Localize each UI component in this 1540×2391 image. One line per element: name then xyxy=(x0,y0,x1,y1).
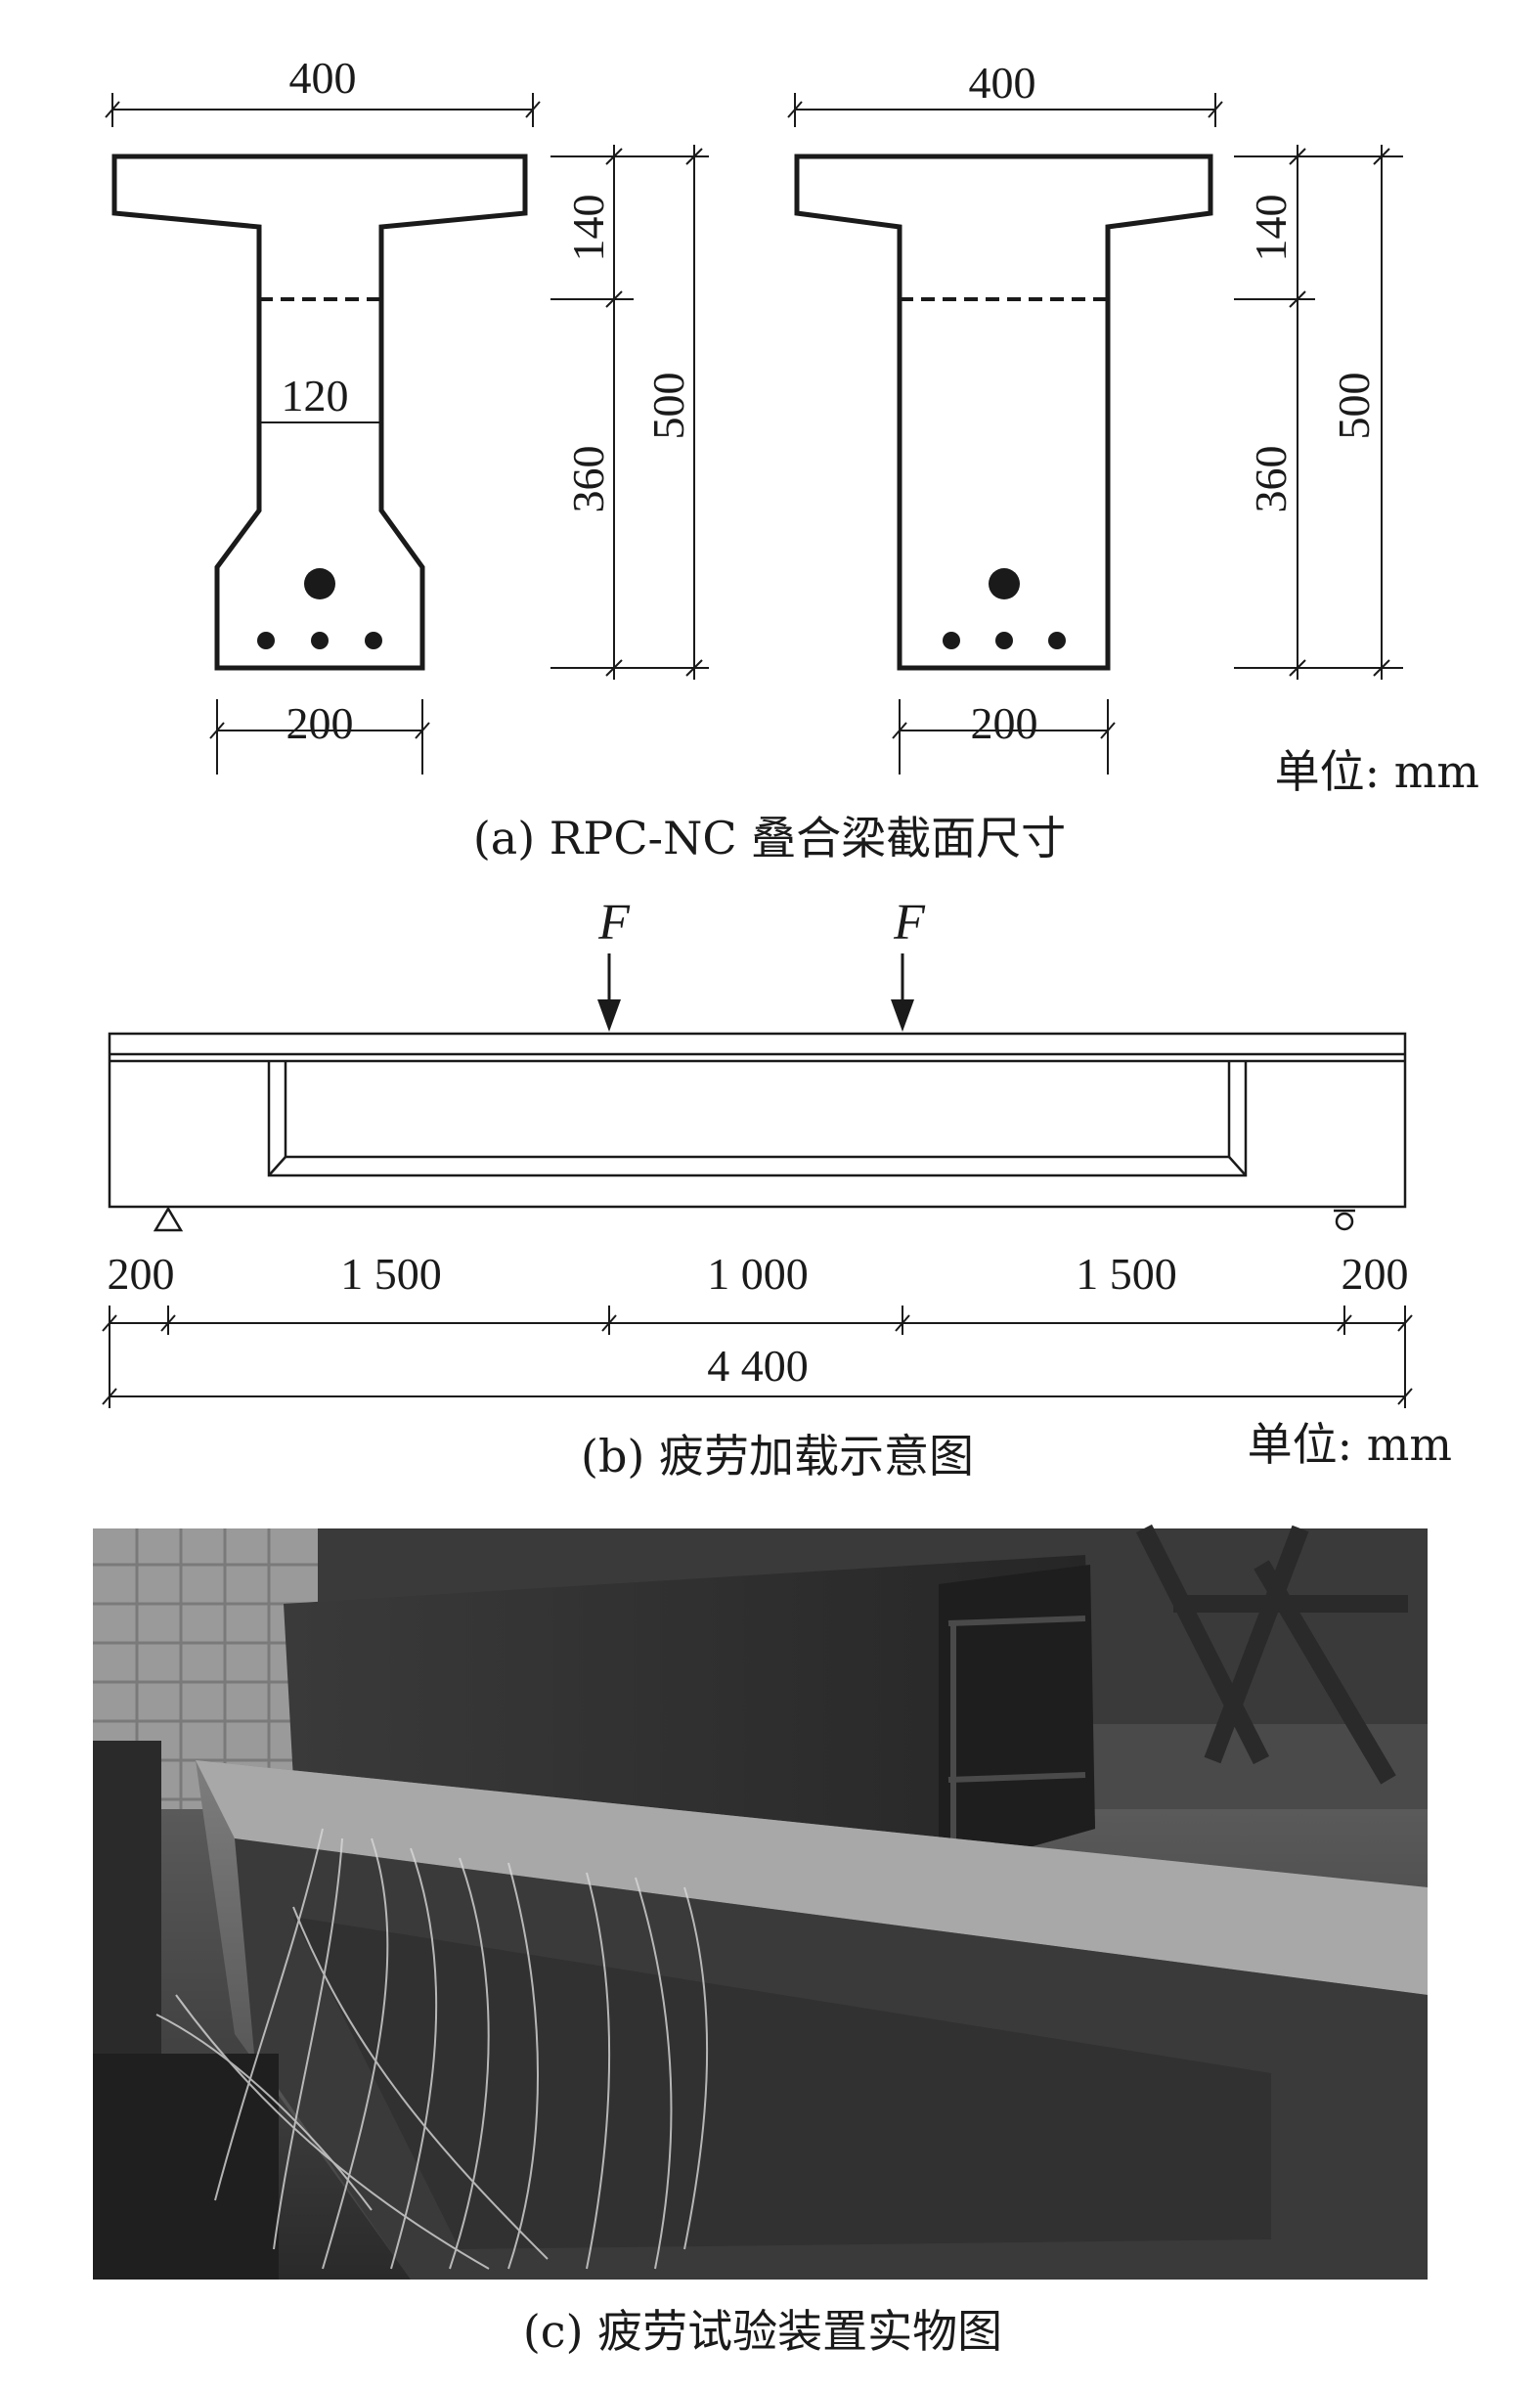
section-c-caption: (c) 疲劳试验装置实物图 xyxy=(523,2305,1002,2358)
load-1-label: F xyxy=(597,895,631,951)
section-b-unit: 单位: mm xyxy=(1248,1418,1452,1471)
section-a-left: 400 120 200 140 360 500 xyxy=(105,53,709,775)
section-a-right: 400 200 140 360 500 xyxy=(787,58,1403,775)
right-web-height-label: 360 xyxy=(1246,446,1296,513)
segment-label: 1 500 xyxy=(1076,1249,1177,1299)
left-rebar xyxy=(365,632,382,649)
right-bottom-width-label: 200 xyxy=(971,698,1038,748)
section-a-unit: 单位: mm xyxy=(1275,745,1479,798)
left-web-height-label: 360 xyxy=(563,446,613,513)
pin-support-icon xyxy=(153,1206,184,1232)
left-top-width-label: 400 xyxy=(289,53,357,103)
test-setup-photo xyxy=(93,1524,1428,2280)
right-tendon xyxy=(989,568,1020,599)
section-b-caption: (b) 疲劳加载示意图 xyxy=(581,1430,974,1483)
left-rebar xyxy=(311,632,329,649)
left-web-width-label: 120 xyxy=(282,371,349,421)
segment-label: 200 xyxy=(108,1249,175,1299)
segment-label: 1 000 xyxy=(707,1249,809,1299)
section-b-loading-diagram: F F 200 1 500 1 000 1 500 200 xyxy=(102,895,1413,1408)
right-t-section-outline xyxy=(794,154,1213,671)
load-2-arrow xyxy=(891,999,914,1032)
right-rebar xyxy=(995,632,1013,649)
right-rebar xyxy=(943,632,960,649)
right-rebar xyxy=(1048,632,1066,649)
section-a-caption: (a) RPC-NC 叠合梁截面尺寸 xyxy=(473,812,1066,864)
left-flange-height-label: 140 xyxy=(563,195,613,262)
left-t-section-outline xyxy=(111,154,528,671)
beam-web-outline xyxy=(267,1061,1248,1177)
right-total-height-label: 500 xyxy=(1329,373,1379,440)
left-rebar xyxy=(257,632,275,649)
left-total-height-label: 500 xyxy=(643,373,693,440)
left-bottom-width-label: 200 xyxy=(286,698,354,748)
right-flange-height-label: 140 xyxy=(1246,195,1296,262)
right-top-width-label: 400 xyxy=(969,58,1036,108)
left-tendon xyxy=(304,568,335,599)
segment-label: 1 500 xyxy=(340,1249,442,1299)
total-length-label: 4 400 xyxy=(707,1341,809,1391)
beam-elevation-outline xyxy=(108,1032,1407,1209)
roller-support-icon xyxy=(1334,1209,1355,1231)
segment-label: 200 xyxy=(1342,1249,1409,1299)
load-2-label: F xyxy=(893,895,926,951)
load-1-arrow xyxy=(597,999,621,1032)
